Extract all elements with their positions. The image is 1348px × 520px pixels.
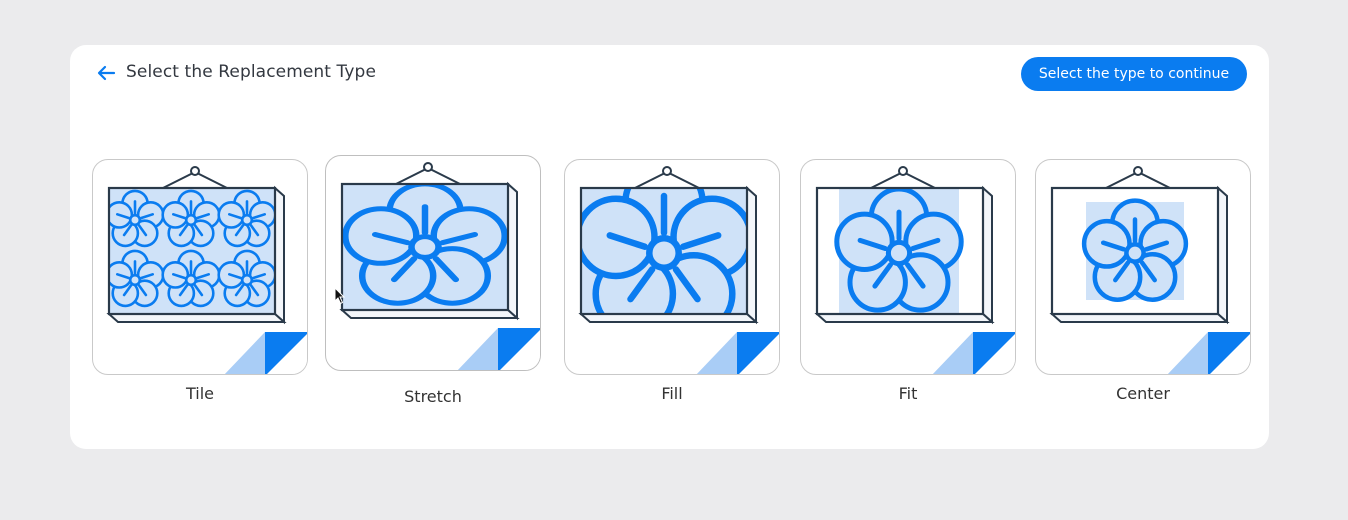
stretch-flower-icon — [339, 162, 540, 370]
center-flower-icon — [1049, 166, 1250, 374]
option-card[interactable] — [92, 159, 308, 375]
option-card[interactable] — [325, 155, 541, 371]
option-card[interactable] — [564, 159, 780, 375]
arrow-left-icon[interactable] — [96, 65, 116, 81]
fill-flower-icon — [578, 166, 779, 374]
option-card[interactable] — [800, 159, 1016, 375]
option-label: Fit — [898, 384, 918, 403]
fit-flower-icon — [814, 166, 1015, 374]
option-card[interactable] — [1035, 159, 1251, 375]
option-label: Center — [1116, 384, 1170, 403]
option-label: Fill — [661, 384, 683, 403]
page-title: Select the Replacement Type — [126, 62, 377, 82]
tile-flower-icon — [106, 166, 307, 374]
option-label: Stretch — [404, 387, 462, 406]
option-label: Tile — [185, 384, 214, 403]
continue-button[interactable]: Select the type to continue — [1021, 57, 1247, 91]
